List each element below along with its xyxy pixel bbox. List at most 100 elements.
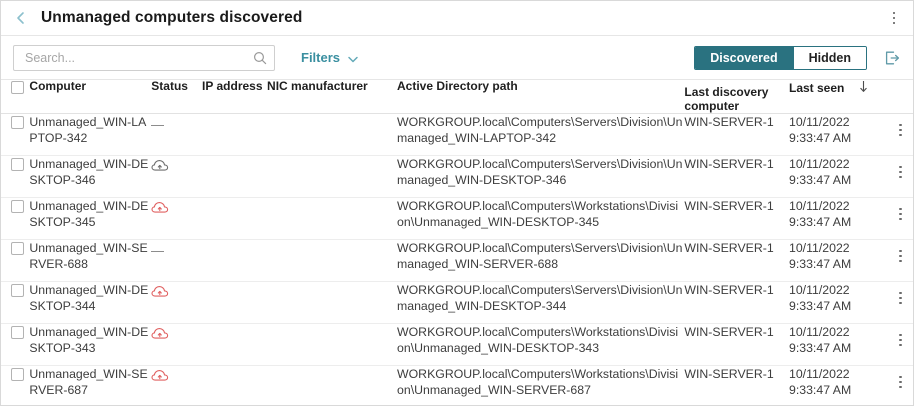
cell-row-actions	[886, 281, 913, 324]
cell-computer: Unmanaged_WIN-LAPTOP-342	[29, 113, 152, 156]
row-kebab-menu-icon[interactable]	[899, 333, 902, 346]
last-seen-time: 9:33:47 AM	[789, 299, 852, 313]
tab-discovered[interactable]: Discovered	[695, 46, 793, 69]
row-select-cell	[1, 365, 30, 405]
row-kebab-menu-icon[interactable]	[899, 123, 902, 136]
dash-icon	[151, 125, 165, 126]
cell-last-discovery-computer: WIN-SERVER-1	[684, 197, 789, 240]
row-checkbox[interactable]	[11, 116, 24, 129]
row-select-cell	[1, 239, 30, 282]
toolbar: Filters Discovered Hidden	[1, 36, 913, 80]
row-kebab-menu-icon[interactable]	[899, 207, 902, 220]
cell-nic-manufacturer	[267, 365, 398, 405]
cloud-upload-icon	[151, 284, 170, 303]
row-select-cell	[1, 323, 30, 366]
row-checkbox[interactable]	[11, 200, 24, 213]
cell-status	[151, 155, 203, 198]
search-box[interactable]	[13, 44, 275, 71]
column-header-status[interactable]: Status	[151, 80, 203, 114]
cell-active-directory-path: WORKGROUP.local\Computers\Servers\Divisi…	[397, 281, 685, 324]
cell-ip-address	[202, 113, 268, 156]
row-kebab-menu-icon[interactable]	[899, 375, 902, 388]
cell-last-discovery-computer: WIN-SERVER-1	[684, 365, 789, 405]
cell-last-seen: 10/11/2022 9:33:47 AM	[789, 323, 887, 366]
cell-nic-manufacturer	[267, 197, 398, 240]
column-header-last-seen[interactable]: Last seen	[789, 80, 887, 114]
kebab-menu-icon[interactable]	[885, 7, 903, 29]
column-header-nic-manufacturer[interactable]: NIC manufacturer	[267, 80, 398, 114]
cell-computer: Unmanaged_WIN-DESKTOP-345	[29, 197, 152, 240]
cell-status	[151, 113, 203, 156]
row-select-cell	[1, 197, 30, 240]
title-bar: Unmanaged computers discovered	[1, 1, 913, 36]
cloud-upload-icon	[151, 158, 170, 177]
cell-nic-manufacturer	[267, 281, 398, 324]
cell-row-actions	[886, 365, 913, 405]
cell-nic-manufacturer	[267, 323, 398, 366]
column-header-computer[interactable]: Computer	[29, 80, 152, 114]
cell-computer: Unmanaged_WIN-SERVER-687	[29, 365, 152, 405]
cell-last-discovery-computer: WIN-SERVER-1	[684, 113, 789, 156]
last-seen-date: 10/11/2022	[789, 325, 850, 339]
select-all-checkbox[interactable]	[11, 81, 24, 94]
last-seen-time: 9:33:47 AM	[789, 131, 852, 145]
row-checkbox[interactable]	[11, 368, 24, 381]
column-header-last-discovery-computer[interactable]: Last discovery computer	[684, 80, 789, 114]
table-row[interactable]: Unmanaged_WIN-SERVER-687 WORKGROUP.local\…	[1, 365, 913, 405]
page-title: Unmanaged computers discovered	[41, 9, 303, 26]
row-checkbox[interactable]	[11, 242, 24, 255]
cell-active-directory-path: WORKGROUP.local\Computers\Servers\Divisi…	[397, 155, 685, 198]
row-kebab-menu-icon[interactable]	[899, 291, 902, 304]
chevron-down-icon[interactable]	[347, 52, 359, 64]
computers-table-container[interactable]: Computer Status IP address NIC manufactu…	[1, 80, 913, 405]
table-row[interactable]: Unmanaged_WIN-DESKTOP-346 WORKGROUP.local…	[1, 155, 913, 198]
cloud-upload-icon	[151, 200, 170, 219]
view-toggle-group: Discovered Hidden	[694, 45, 867, 70]
cell-computer: Unmanaged_WIN-DESKTOP-346	[29, 155, 152, 198]
cell-status	[151, 323, 203, 366]
row-kebab-menu-icon[interactable]	[899, 249, 902, 262]
search-icon[interactable]	[252, 50, 268, 66]
cell-ip-address	[202, 323, 268, 366]
cell-row-actions	[886, 323, 913, 366]
chevron-left-icon[interactable]	[13, 10, 29, 26]
cell-row-actions	[886, 239, 913, 282]
last-seen-time: 9:33:47 AM	[789, 341, 852, 355]
cell-ip-address	[202, 155, 268, 198]
cell-status	[151, 281, 203, 324]
cell-last-discovery-computer: WIN-SERVER-1	[684, 323, 789, 366]
row-checkbox[interactable]	[11, 284, 24, 297]
cell-nic-manufacturer	[267, 239, 398, 282]
computers-table: Computer Status IP address NIC manufactu…	[1, 80, 913, 405]
tab-hidden[interactable]: Hidden	[792, 46, 866, 69]
row-select-cell	[1, 155, 30, 198]
last-seen-date: 10/11/2022	[789, 115, 850, 129]
cell-last-discovery-computer: WIN-SERVER-1	[684, 281, 789, 324]
last-seen-time: 9:33:47 AM	[789, 383, 852, 397]
arrow-down-icon[interactable]	[859, 80, 868, 97]
row-select-cell	[1, 281, 30, 324]
row-kebab-menu-icon[interactable]	[899, 165, 902, 178]
row-checkbox[interactable]	[11, 158, 24, 171]
cell-ip-address	[202, 239, 268, 282]
filters-dropdown[interactable]: Filters	[301, 50, 359, 65]
cell-active-directory-path: WORKGROUP.local\Computers\Workstations\D…	[397, 365, 685, 405]
search-input[interactable]	[23, 49, 252, 66]
last-seen-date: 10/11/2022	[789, 283, 850, 297]
column-header-ip-address[interactable]: IP address	[202, 80, 268, 114]
cell-ip-address	[202, 281, 268, 324]
cell-status	[151, 365, 203, 405]
column-header-active-directory-path[interactable]: Active Directory path	[397, 80, 685, 114]
export-icon[interactable]	[881, 47, 903, 69]
row-checkbox[interactable]	[11, 326, 24, 339]
cell-last-seen: 10/11/2022 9:33:47 AM	[789, 113, 887, 156]
